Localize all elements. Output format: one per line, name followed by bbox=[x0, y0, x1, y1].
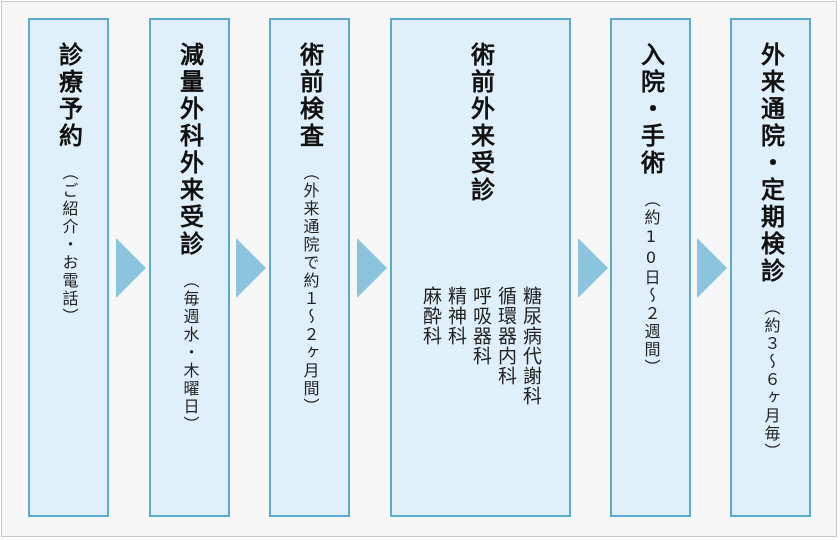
department-item: 糖尿病代謝科 bbox=[520, 286, 542, 406]
step-title: 外来通院・定期検診 bbox=[756, 42, 785, 285]
step-title: 入院・手術 bbox=[636, 42, 665, 177]
arrow-right-icon bbox=[578, 238, 608, 298]
department-list: 糖尿病代謝科 循環器内科 呼吸器科 精神科 麻酔科 bbox=[420, 216, 542, 406]
step-title: 診療予約 bbox=[54, 42, 83, 150]
step-title: 減量外科外来受診 bbox=[175, 42, 204, 258]
arrow-right-icon bbox=[116, 238, 146, 298]
step-subtitle: （外来通院で約１〜２ヶ月間） bbox=[300, 164, 320, 416]
step-reservation: 診療予約 （ご紹介・お電話） bbox=[28, 18, 109, 517]
department-item: 呼吸器科 bbox=[470, 286, 492, 366]
step-title: 術前外来受診 bbox=[466, 42, 495, 204]
department-item: 麻酔科 bbox=[420, 286, 442, 346]
arrow-right-icon bbox=[697, 238, 727, 298]
department-item: 精神科 bbox=[445, 286, 467, 346]
arrow-right-icon bbox=[236, 238, 266, 298]
step-preop-tests: 術前検査 （外来通院で約１〜２ヶ月間） bbox=[269, 18, 350, 517]
step-bariatric-consult: 減量外科外来受診 （毎週水・木曜日） bbox=[149, 18, 230, 517]
step-subtitle: （約10日〜２週間） bbox=[641, 191, 661, 377]
step-subtitle: （ご紹介・お電話） bbox=[59, 164, 79, 326]
step-subtitle: （約３〜６ヶ月毎） bbox=[761, 299, 781, 461]
step-preop-consult: 術前外来受診 糖尿病代謝科 循環器内科 呼吸器科 精神科 麻酔科 bbox=[390, 18, 571, 517]
department-item: 循環器内科 bbox=[495, 286, 517, 386]
step-followup: 外来通院・定期検診 （約３〜６ヶ月毎） bbox=[730, 18, 811, 517]
step-admission-surgery: 入院・手術 （約10日〜２週間） bbox=[610, 18, 691, 517]
arrow-right-icon bbox=[357, 238, 387, 298]
step-title: 術前検査 bbox=[295, 42, 324, 150]
step-subtitle: （毎週水・木曜日） bbox=[180, 272, 200, 434]
